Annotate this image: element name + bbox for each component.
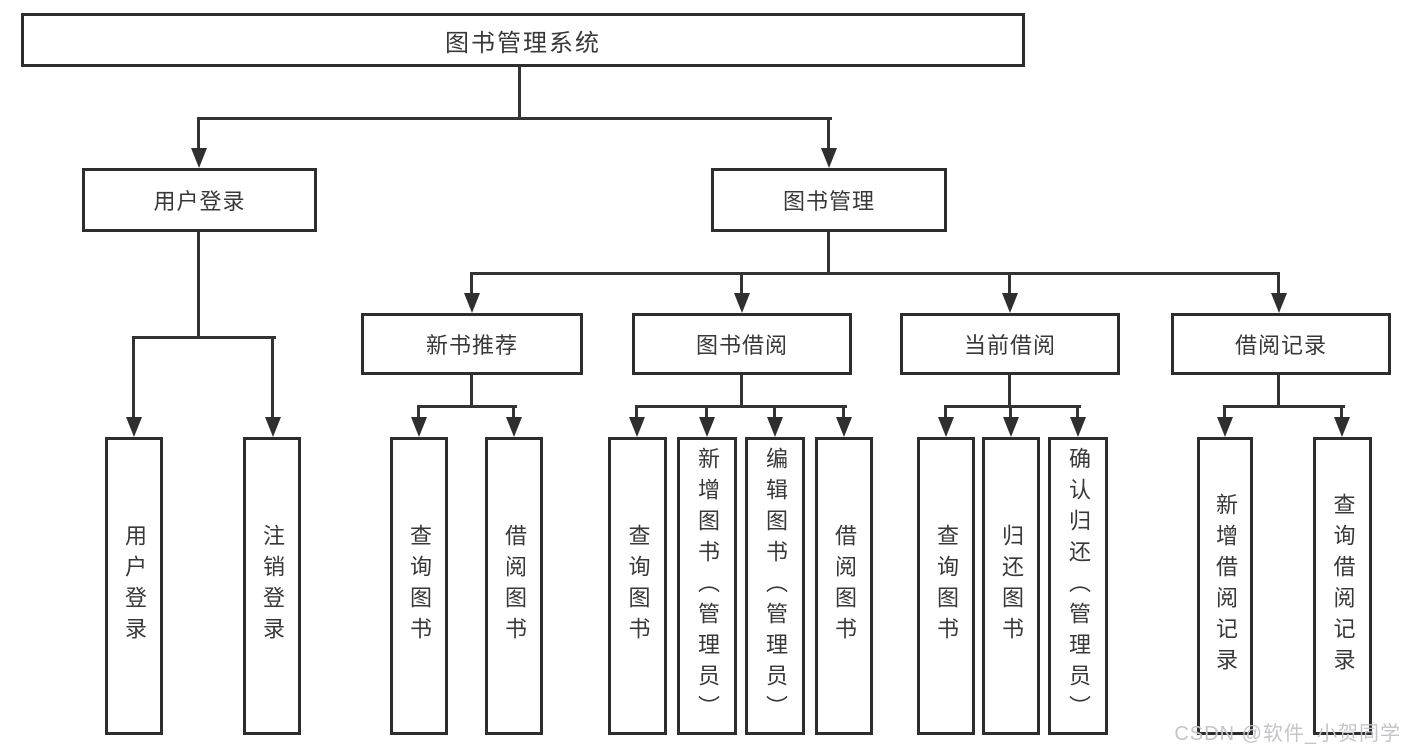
leaf-query-borrow-record: 查询借阅记录 [1313,437,1372,735]
node-label: 当前借阅 [963,333,1056,358]
leaf-label: 查询图书 [625,524,651,648]
connector-stem [417,408,420,420]
connector-stem [197,120,200,150]
connector-stem [1340,408,1343,420]
arrowhead-down-icon [506,417,522,437]
arrowhead-down-icon [464,293,480,313]
leaf-label: 查询借阅记录 [1330,493,1356,679]
arrowhead-down-icon [1271,293,1287,313]
connector-bar [132,336,276,339]
connector-level1-bar [197,117,832,120]
connector-stem [1008,375,1011,408]
leaf-label: 借阅图书 [502,524,527,648]
arrowhead-down-icon [265,417,281,437]
leaf-borrow-books: 借阅图书 [815,437,873,735]
connector-stem [1008,275,1011,295]
arrowhead-down-icon [734,293,750,313]
connector-stem [705,408,708,420]
arrowhead-down-icon [1217,417,1233,437]
connector-stem [132,339,135,419]
node-label: 图书管理 [782,189,875,214]
leaf-borrow-books-recommend: 借阅图书 [485,437,543,735]
arrowhead-down-icon [767,417,783,437]
leaf-return-books: 归还图书 [982,437,1040,735]
connector-stem [740,375,743,408]
leaf-label: 查询图书 [934,524,959,648]
connector-stem [470,275,473,295]
node-label: 图书借阅 [695,333,788,358]
leaf-label: 编辑图书（管理员） [763,446,788,726]
connector-bar [417,405,517,408]
leaf-label: 新增图书（管理员） [695,446,720,726]
leaf-confirm-return-admin: 确认归还（管理员） [1048,437,1108,735]
connector-level2-bar [470,272,1280,275]
node-book-borrowing: 图书借阅 [632,313,852,375]
connector-root-stem [518,67,521,120]
leaf-query-books-borrowing: 查询图书 [608,437,667,735]
leaf-logout-login: 注销登录 [243,437,301,735]
connector-bar [1223,405,1345,408]
connector-stem [827,232,830,275]
arrowhead-down-icon [191,148,207,168]
arrowhead-down-icon [126,417,142,437]
arrowhead-down-icon [1334,417,1350,437]
arrowhead-down-icon [411,417,427,437]
connector-bar [944,405,1081,408]
arrowhead-down-icon [821,148,837,168]
connector-stem [635,408,638,420]
node-label: 图书管理系统 [445,29,601,57]
connector-stem [1009,408,1012,420]
connector-stem [1223,408,1226,420]
arrowhead-down-icon [699,417,715,437]
connector-stem [512,408,515,420]
leaf-label: 新增借阅记录 [1213,493,1238,679]
leaf-label: 用户登录 [122,524,147,648]
csdn-watermark: CSDN @软件_小贺同学 [1174,723,1401,745]
connector-stem [197,232,200,339]
leaf-query-books-current: 查询图书 [917,437,975,735]
node-current-borrowing: 当前借阅 [900,313,1120,375]
connector-stem [944,408,947,420]
arrowhead-down-icon [1070,417,1086,437]
node-borrow-records: 借阅记录 [1171,313,1391,375]
node-user-login: 用户登录 [82,168,317,232]
node-library-management-system: 图书管理系统 [21,13,1025,67]
node-label: 用户登录 [153,189,246,214]
leaf-edit-books-admin: 编辑图书（管理员） [745,437,805,735]
connector-stem [827,120,830,150]
connector-stem [1076,408,1079,420]
node-label: 借阅记录 [1234,333,1327,358]
arrowhead-down-icon [938,417,954,437]
connector-stem [842,408,845,420]
leaf-label: 查询图书 [407,524,432,648]
connector-stem [773,408,776,420]
arrowhead-down-icon [1003,417,1019,437]
arrowhead-down-icon [629,417,645,437]
connector-stem [740,275,743,295]
arrowhead-down-icon [1002,293,1018,313]
node-new-book-recommend: 新书推荐 [361,313,583,375]
leaf-query-books-recommend: 查询图书 [390,437,448,735]
connector-stem [1277,275,1280,295]
leaf-label: 归还图书 [999,524,1024,648]
connector-stem [470,375,473,408]
connector-bar [635,405,847,408]
arrowhead-down-icon [836,417,852,437]
leaf-add-books-admin: 新增图书（管理员） [677,437,737,735]
leaf-label: 注销登录 [260,524,285,648]
leaf-label: 确认归还（管理员） [1066,446,1091,726]
leaf-user-login: 用户登录 [105,437,163,735]
node-book-management: 图书管理 [711,168,947,232]
node-label: 新书推荐 [425,333,518,358]
leaf-label: 借阅图书 [832,524,857,648]
connector-stem [271,339,274,419]
leaf-add-borrow-record: 新增借阅记录 [1197,437,1253,735]
connector-stem [1277,375,1280,408]
